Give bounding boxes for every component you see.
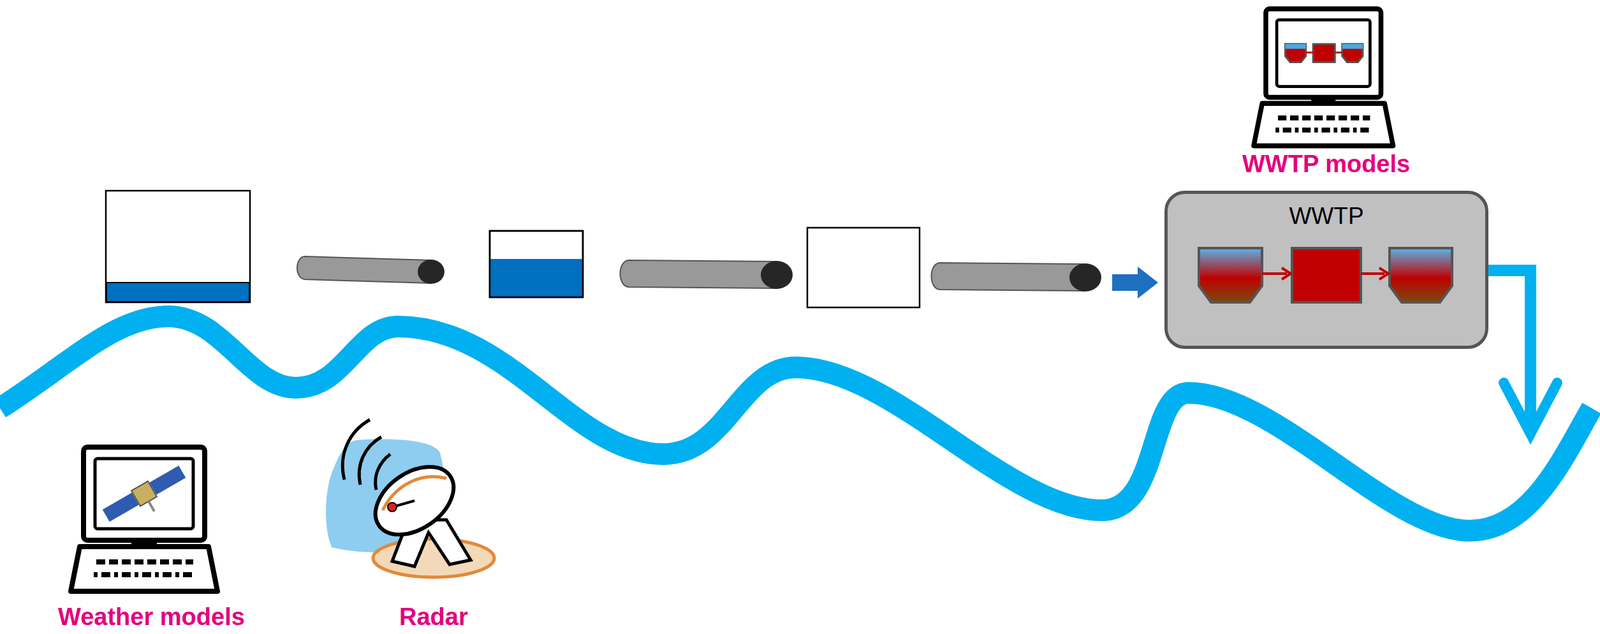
sewer-pipe-end: [417, 259, 445, 284]
tank: [105, 190, 250, 303]
satellite-body: [131, 480, 157, 506]
icon-label: Radar: [399, 603, 469, 631]
wwtp-computer: [1253, 8, 1394, 147]
sewer-pipe: [931, 262, 1087, 291]
process-arrow: [1360, 272, 1385, 275]
mini-reactor: [1313, 44, 1335, 63]
computer-icon: [70, 447, 218, 592]
sewer-pipe: [620, 260, 778, 289]
outflow-arrowhead: [1503, 382, 1558, 434]
mini-wwtp: [1284, 44, 1363, 63]
satellite: [100, 463, 193, 534]
node-title: WWTP: [1167, 202, 1486, 230]
radar-dish: [362, 452, 467, 549]
antenna: [148, 501, 155, 512]
radar-dish-inner: [382, 476, 447, 511]
weather-computer: [70, 447, 218, 592]
tank-water: [106, 282, 250, 302]
tank: [807, 227, 920, 308]
radar-sky: [325, 439, 444, 553]
settler-tank: [1198, 248, 1263, 303]
radar-feed: [392, 500, 415, 507]
radar: [325, 419, 495, 578]
icon-label: Weather models: [58, 603, 245, 631]
process-arrow: [1262, 272, 1287, 275]
settler-tank: [1389, 248, 1453, 303]
radar-wave: [375, 454, 391, 490]
outflow-pipe: [1488, 270, 1531, 429]
tank-water: [490, 258, 583, 297]
treatment-plant-box: WWTP: [1164, 190, 1489, 349]
tank-outline: [489, 230, 583, 298]
radar-wave: [359, 436, 382, 485]
mini-settler: [1284, 44, 1306, 63]
sewer-pipe-end: [760, 260, 793, 289]
mini-settler-top: [1342, 44, 1363, 50]
inflow-arrow: [1112, 266, 1159, 299]
radar-base: [373, 538, 495, 578]
mini-settler: [1342, 44, 1363, 63]
solar-panel: [148, 464, 187, 496]
radar-stand: [392, 519, 471, 567]
tank: [489, 230, 583, 298]
process-arrowhead: [1281, 267, 1291, 280]
bioreactor: [1291, 248, 1361, 303]
mini-arrow: [1306, 51, 1314, 54]
icon-label: WWTP models: [1242, 150, 1410, 178]
sewer-pipe-end: [1069, 263, 1102, 292]
process-arrowhead: [1379, 267, 1389, 280]
sewer-pipe: [297, 256, 432, 284]
radar-feed-tip: [387, 502, 397, 512]
radar-wave: [342, 419, 370, 480]
mini-settler-top: [1284, 44, 1306, 50]
computer-icon: [1253, 8, 1394, 147]
mini-arrow: [1334, 51, 1342, 54]
solar-panel: [101, 491, 140, 523]
